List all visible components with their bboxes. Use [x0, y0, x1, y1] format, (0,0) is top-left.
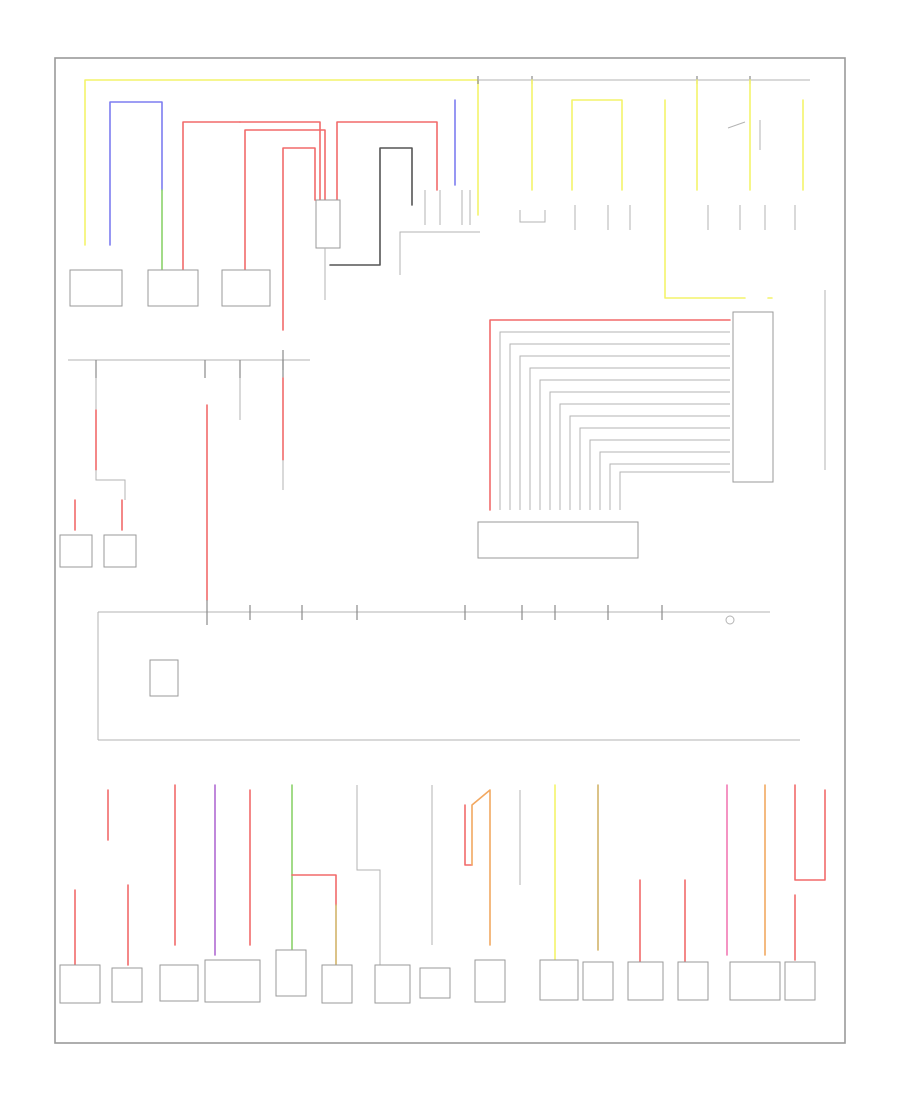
load-box-13 [677, 961, 709, 1001]
bottom-components [59, 949, 816, 1004]
load-box-5 [275, 949, 307, 997]
wire-dark [329, 147, 413, 266]
module-box-1 [69, 269, 123, 307]
diagram-frame [54, 57, 846, 1044]
wire-red-2 [239, 121, 321, 201]
wire-red-3 [282, 147, 316, 331]
battery-box [315, 199, 341, 249]
connector-module [477, 521, 639, 559]
load-box-3 [159, 964, 199, 1002]
load-box-15 [784, 961, 816, 1001]
load-box-6 [321, 964, 353, 1004]
load-box-2 [111, 967, 143, 1003]
wire-yellow-top-bus [84, 79, 479, 246]
module-box-2 [147, 269, 199, 307]
wire-blue-left [109, 101, 163, 246]
small-module-1 [59, 534, 93, 568]
splice-block [59, 350, 310, 601]
load-box-12 [627, 961, 664, 1001]
load-box-11 [582, 961, 614, 1001]
small-module-2 [103, 534, 137, 568]
wire-yellow-right-b [664, 99, 746, 299]
module-box-3 [221, 269, 271, 307]
load-box-1 [59, 964, 101, 1004]
top-wiring [84, 76, 826, 470]
load-box-4 [204, 959, 261, 1003]
wire-red-connector [489, 319, 731, 511]
load-box-10 [539, 959, 579, 1001]
connector-pins [732, 311, 774, 483]
load-box-8 [419, 967, 451, 999]
wire-red-1 [182, 121, 241, 271]
top-components [69, 199, 341, 307]
load-box-9 [474, 959, 506, 1003]
bottom-wiring [74, 784, 826, 966]
load-box-14 [729, 961, 781, 1001]
fuse-rail [97, 600, 800, 741]
load-box-7 [374, 964, 411, 1004]
connector-block [477, 311, 774, 559]
